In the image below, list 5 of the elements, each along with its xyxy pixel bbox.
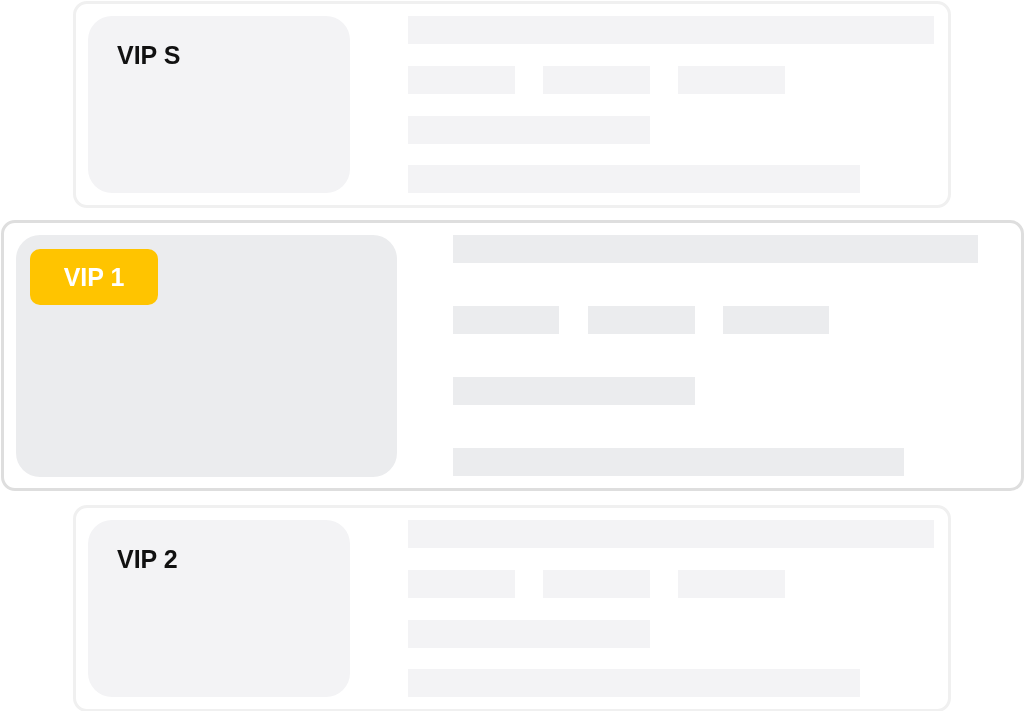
card	[1, 220, 1024, 491]
tier-badge: VIP 1	[30, 249, 158, 305]
tier-title: VIP 2	[117, 545, 178, 574]
tier-title: VIP S	[117, 41, 181, 70]
image-placeholder	[16, 235, 397, 477]
